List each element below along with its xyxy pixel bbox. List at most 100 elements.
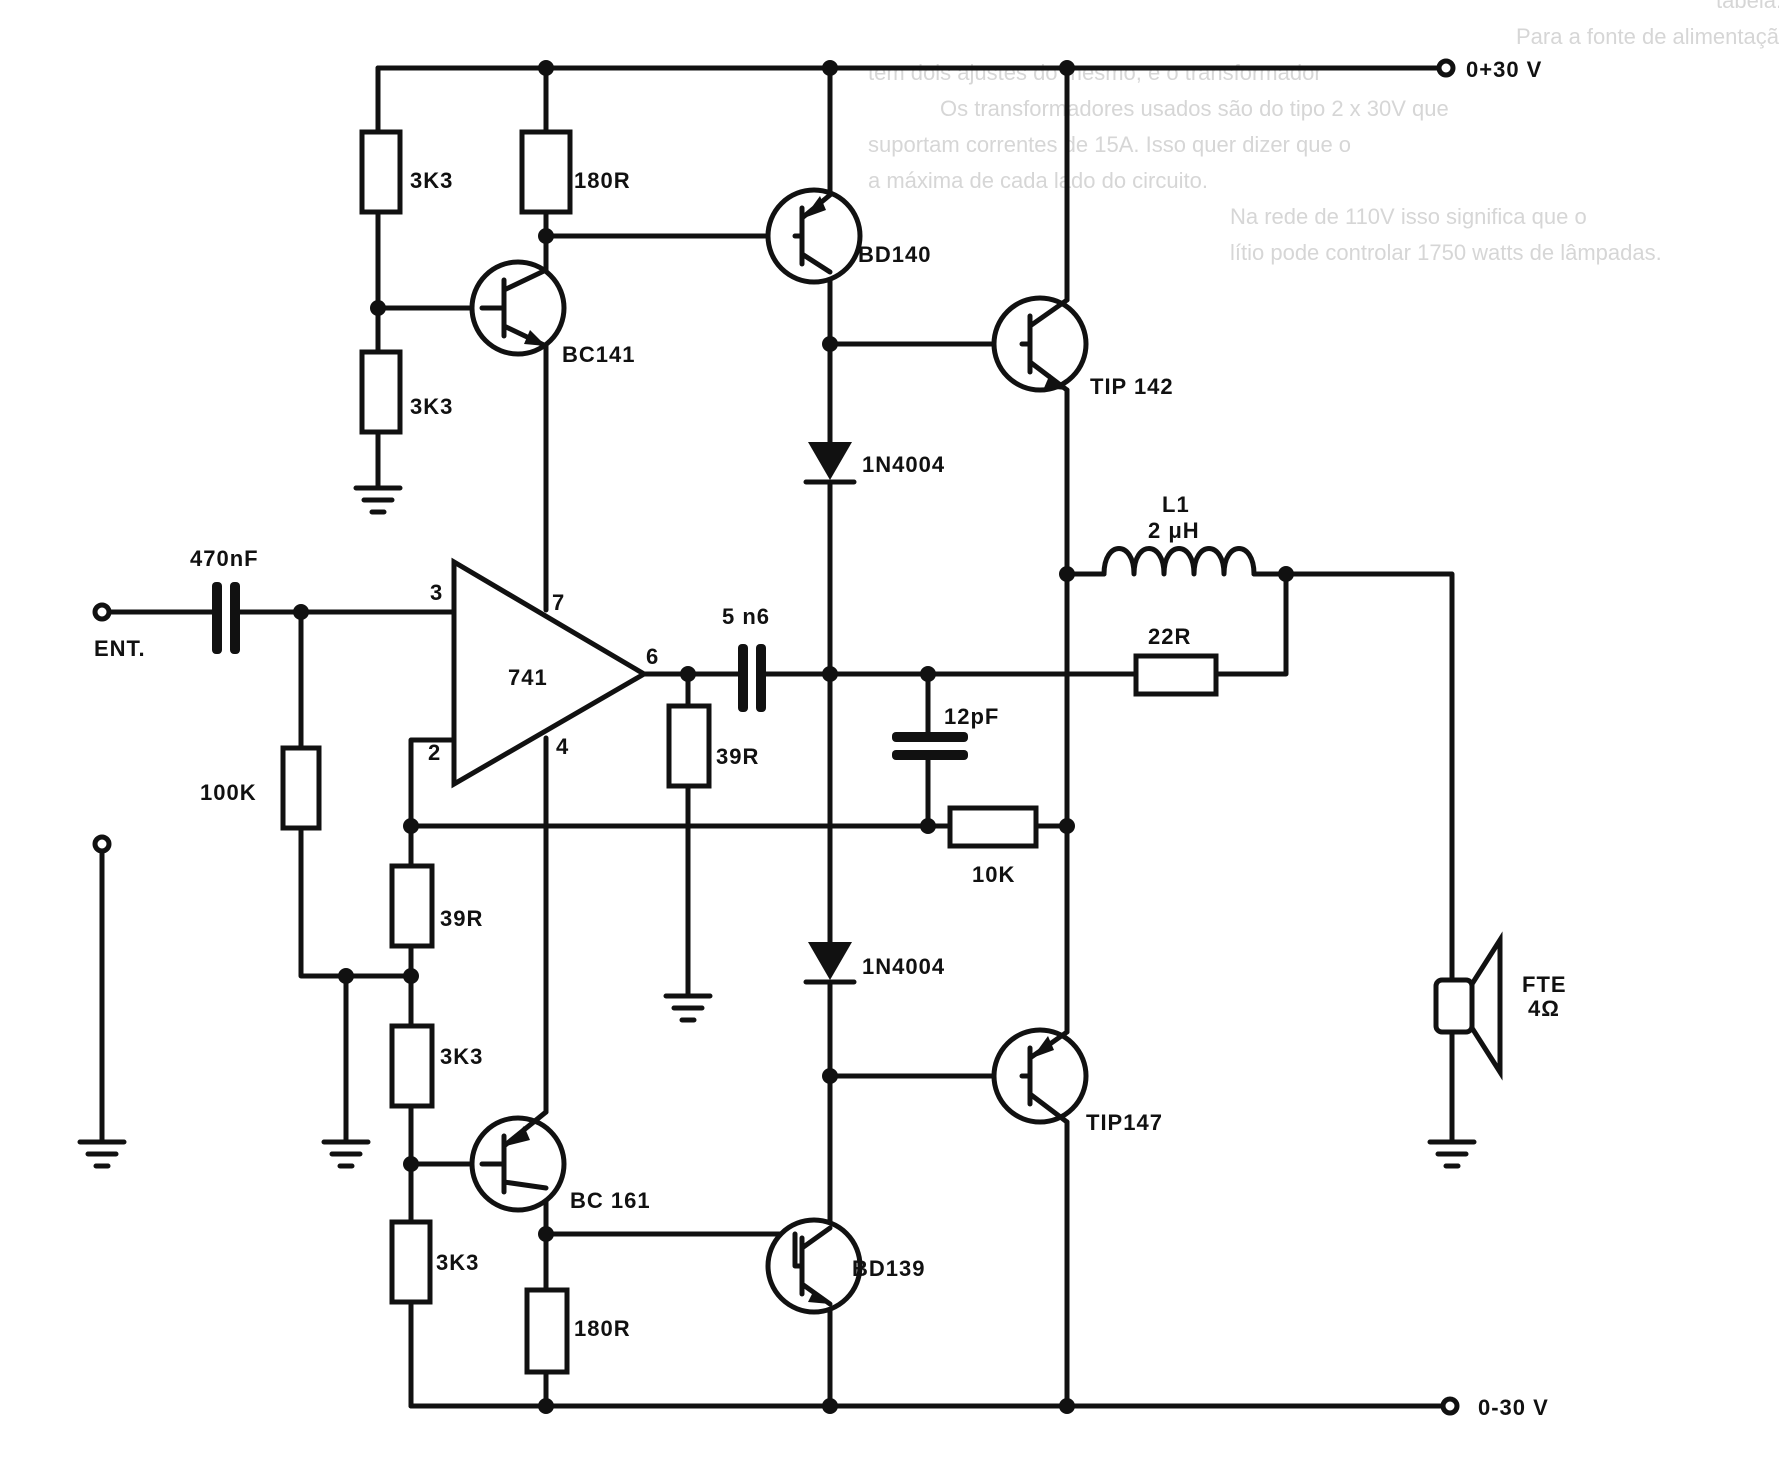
resistor-label: 180R <box>574 168 631 193</box>
junction-dot <box>920 818 936 834</box>
terminals <box>92 58 1460 1416</box>
junction-dot <box>920 666 936 682</box>
negative-supply-label: 0-30 V <box>1478 1395 1549 1420</box>
input-label: ENT. <box>94 636 146 661</box>
inductor-value-label: 2 μH <box>1148 518 1200 543</box>
capacitor-label: 5 n6 <box>722 604 770 629</box>
resistors <box>280 129 1219 1375</box>
inductor-name-label: L1 <box>1162 492 1190 517</box>
positive-supply-terminal <box>1436 58 1456 78</box>
junction-dot <box>403 818 419 834</box>
negative-supply-terminal <box>1440 1396 1460 1416</box>
junction-dot <box>403 1156 419 1172</box>
resistor-output-load <box>666 703 712 789</box>
opamp-pin-label: 2 <box>428 740 441 765</box>
bg-text-line: tabela. <box>1716 0 1779 13</box>
capacitors <box>212 582 968 760</box>
transistor-label: BD140 <box>858 242 931 267</box>
inductor <box>1101 546 1257 577</box>
background-text: tabela. Para a fonte de alimentação tamb… <box>868 0 1779 265</box>
opamp-pin-label: 6 <box>646 644 659 669</box>
opamp-pin-label: 4 <box>556 734 569 759</box>
resistor-label: 3K3 <box>410 168 453 193</box>
transistor-label: TIP147 <box>1086 1110 1163 1135</box>
transistor-bd139 <box>765 1217 863 1315</box>
diode-label: 1N4004 <box>862 452 945 477</box>
transistor-label: TIP 142 <box>1090 374 1174 399</box>
transistors <box>469 187 1089 1315</box>
positive-supply-label: 0+30 V <box>1466 57 1542 82</box>
resistor-opamp-minus <box>389 863 435 949</box>
resistor-bias-top <box>359 129 403 215</box>
capacitor-coupling <box>738 644 766 712</box>
speaker-impedance-label: 4Ω <box>1528 996 1560 1021</box>
bg-text-line: Para a fonte de alimentação também exis- <box>1516 24 1779 49</box>
capacitor-input <box>212 582 240 654</box>
speaker <box>1433 931 1503 1081</box>
resistor-input-bias <box>280 745 322 831</box>
junction-dot <box>822 1398 838 1414</box>
resistor-label: 10K <box>972 862 1015 887</box>
transistor-bd140 <box>765 187 863 285</box>
wires <box>99 65 1455 1409</box>
resistor-label: 39R <box>440 906 483 931</box>
diode-label: 1N4004 <box>862 954 945 979</box>
bg-text-line: tem dois ajustes do mesmo, e o transform… <box>868 60 1322 85</box>
junction-dot <box>822 1068 838 1084</box>
resistor-top-collector <box>519 129 573 215</box>
resistor-label: 180R <box>574 1316 631 1341</box>
resistor-label: 3K3 <box>436 1250 479 1275</box>
speaker-cone <box>1469 931 1503 1081</box>
resistor-feedback <box>947 805 1039 849</box>
speaker-magnet <box>1433 977 1475 1035</box>
junction-dot <box>680 666 696 682</box>
junction-dot <box>538 228 554 244</box>
junction-dot <box>370 300 386 316</box>
junction-dot <box>1059 1398 1075 1414</box>
junction-dot <box>538 1398 554 1414</box>
bg-text-line: a máxima de cada lado do circuito. <box>868 168 1208 193</box>
ground-symbol <box>353 485 403 515</box>
ground-symbol <box>321 1139 371 1169</box>
junction-dot <box>403 968 419 984</box>
junction-dot <box>1278 566 1294 582</box>
junction-dot <box>1059 818 1075 834</box>
bg-text-line: suportam correntes de 15A. Isso quer diz… <box>868 132 1351 157</box>
speaker-label: FTE <box>1522 972 1567 997</box>
resistor-label: 100K <box>200 780 257 805</box>
opamp-pin-label: 3 <box>430 580 443 605</box>
resistor-label: 39R <box>716 744 759 769</box>
junction-dot <box>293 604 309 620</box>
bg-text-line: lítio pode controlar 1750 watts de lâmpa… <box>1230 240 1662 265</box>
resistor-lower-b <box>389 1219 433 1305</box>
transistor-bc161 <box>469 1109 567 1213</box>
resistor-lower-a <box>389 1023 435 1109</box>
junction-dot <box>1059 566 1075 582</box>
transistor-label: BD139 <box>852 1256 925 1281</box>
input-terminal <box>92 602 112 622</box>
junction-dot <box>538 1226 554 1242</box>
ground-symbol <box>1427 1139 1477 1169</box>
capacitor-label: 470nF <box>190 546 259 571</box>
diode-bottom <box>803 942 857 985</box>
junction-dot <box>1059 60 1075 76</box>
opamp-triangle <box>451 557 649 789</box>
junction-dot <box>822 666 838 682</box>
resistor-bias-mid <box>359 349 403 435</box>
bg-text-line: Os transformadores usados são do tipo 2 … <box>940 96 1449 121</box>
opamp-pin-label: 7 <box>552 590 565 615</box>
junction-dot <box>822 336 838 352</box>
ground-symbol <box>77 1139 127 1169</box>
capacitor-feedback <box>892 732 968 760</box>
transistor-tip142 <box>991 295 1089 393</box>
bg-text-line: Na rede de 110V isso significa que o <box>1230 204 1587 229</box>
transistor-tip147 <box>991 1027 1089 1125</box>
ground-symbol <box>663 993 713 1023</box>
opamp <box>451 557 649 789</box>
junctions <box>293 60 1294 1414</box>
opamp-label: 741 <box>508 665 548 690</box>
resistor-zobel <box>1133 653 1219 697</box>
capacitor-label: 12pF <box>944 704 999 729</box>
transistor-label: BC 161 <box>570 1188 651 1213</box>
